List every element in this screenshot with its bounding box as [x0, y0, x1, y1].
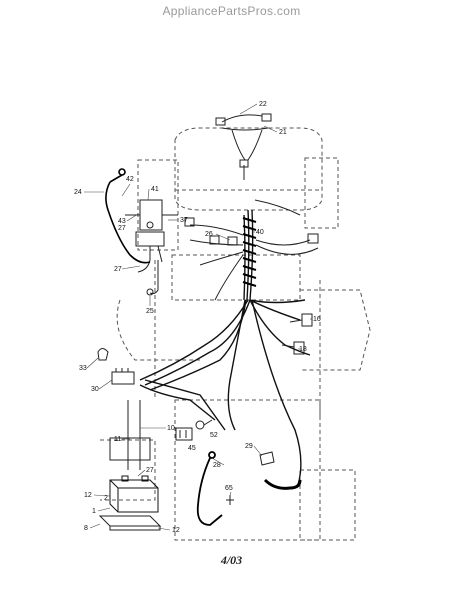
callout-41: 41 [151, 186, 159, 193]
part-45 [175, 427, 193, 441]
callout-40: 40 [256, 229, 264, 236]
callout-11: 11 [114, 436, 121, 443]
callout-22: 22 [259, 101, 267, 108]
callout-25: 25 [146, 308, 154, 315]
leader-lines [84, 103, 312, 531]
callout-52: 52 [210, 432, 218, 439]
solenoid-assembly [125, 199, 178, 273]
part-65 [226, 495, 234, 505]
right-harness [254, 199, 319, 255]
battery-bracket [109, 400, 151, 470]
switch-16 [289, 313, 313, 327]
coiled-lead [263, 478, 302, 490]
callout-12-b: 12 [172, 527, 180, 534]
part-52 [195, 419, 213, 430]
part-33 [97, 348, 109, 361]
headlight-harness [215, 113, 272, 180]
callout-18: 18 [299, 346, 307, 353]
callout-10: 10 [167, 425, 175, 432]
callout-26: 26 [205, 231, 213, 238]
callout-12-a: 12 [84, 492, 92, 499]
watermark: AppliancePartsPros.com [162, 4, 301, 18]
callout-labels: 22 21 42 24 41 43 27 37 26 40 27 25 16 1… [74, 101, 321, 534]
callout-28: 28 [213, 462, 221, 469]
callout-37: 37 [180, 217, 188, 224]
switch-18 [281, 341, 305, 355]
main-harness-bundle [139, 209, 311, 486]
callout-27-c: 27 [146, 467, 154, 474]
left-harness [184, 217, 244, 301]
callout-24: 24 [74, 189, 82, 196]
coiled-harness [242, 217, 257, 287]
callout-8: 8 [84, 525, 88, 532]
callout-1: 1 [92, 508, 96, 515]
callout-43: 43 [118, 218, 126, 225]
callout-21: 21 [279, 129, 287, 136]
callout-65: 65 [225, 485, 233, 492]
callout-30: 30 [91, 386, 99, 393]
callout-29: 29 [245, 443, 253, 450]
callout-27-b: 27 [114, 266, 122, 273]
chassis-outline [100, 127, 371, 541]
callout-27-a: 27 [118, 225, 126, 232]
revision-date: 4/03 [220, 553, 243, 567]
connector-block [111, 368, 135, 385]
callout-33: 33 [79, 365, 87, 372]
part-29 [259, 451, 275, 466]
callout-16: 16 [313, 316, 321, 323]
battery-cable [105, 168, 151, 264]
ground-strap [146, 260, 159, 296]
callout-2: 2 [104, 495, 108, 502]
callout-45: 45 [188, 445, 196, 452]
callout-42: 42 [126, 176, 134, 183]
battery-tray [98, 515, 162, 531]
battery [109, 475, 159, 513]
